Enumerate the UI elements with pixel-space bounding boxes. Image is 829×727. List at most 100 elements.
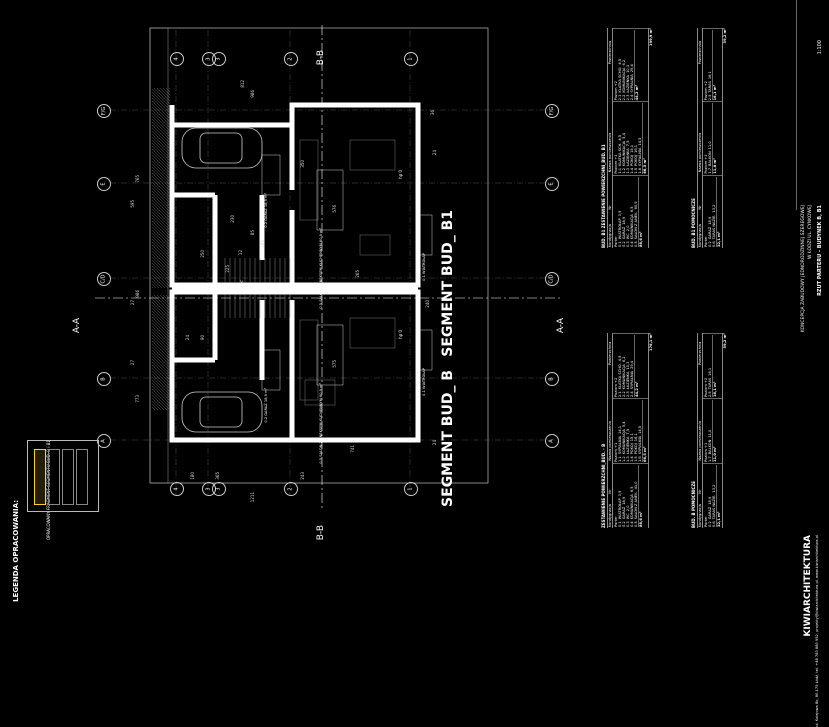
table-cell: 1.6 [638, 167, 642, 174]
table-group-total: 66,5 m² [642, 103, 647, 174]
legend-highlight [34, 449, 46, 505]
dimension-label: 986 [250, 90, 255, 98]
segment-b-label: SEGMENT BUD_ B [440, 370, 456, 507]
table-cell: SYPIALNIA [630, 370, 634, 390]
table-cell: 16,1 [708, 367, 712, 376]
dimension-label: 24 [185, 335, 190, 341]
dimension-label: 180 [190, 472, 195, 480]
table-header-cell: Nr [698, 205, 702, 210]
table-cell: 13,2 [712, 484, 716, 493]
legend-segment [76, 449, 88, 505]
table-cell: 1.7 [708, 456, 712, 462]
axis-bubble-0-right: A [545, 434, 559, 448]
axis-bubble-3-right: E [545, 177, 559, 191]
table-header-cell: Kondygnacja [608, 224, 612, 247]
dimension-label: 250 [200, 250, 205, 258]
axis-bubble-top-3-b: 3 [212, 52, 226, 66]
dimension-label: 36 [430, 110, 435, 116]
dimension-label: 575 [332, 360, 337, 368]
table-header-cell: Powierzchnia [698, 40, 702, 65]
table-cell: 18,9 [622, 216, 626, 225]
title-block [796, 0, 829, 210]
table-header-cell: Kondygnacja [608, 504, 612, 527]
room-label-salon: 0.5 SALON Z ANEKSEM KUCHENNYM 60,9 m² [319, 383, 323, 464]
section-bb-top: B-B [316, 50, 326, 66]
table-cell: 0.6 [712, 521, 716, 527]
walls-b [169, 289, 421, 443]
axis-bubble-bottom-4: 4 [170, 482, 184, 496]
dimension-label: 265 [355, 270, 360, 278]
company-logo-text: KIWIARCHITEKTURA [803, 535, 813, 637]
table-title: BUD. B1 ZESTAWIENIE POWIERZCHNI_BUD. B1 [600, 28, 608, 248]
table-header-cell: Nazwa pomieszczenia [698, 421, 702, 461]
axis-bubble-4-right: F/G [545, 104, 559, 118]
dimension-label: 12 [238, 250, 243, 256]
dimension-label: 986 [135, 290, 140, 298]
table-header-cell: Nr [698, 489, 702, 494]
table-cell: TARAS NAZIE. [712, 214, 716, 240]
table-grand-total: 59,2 m² [722, 333, 727, 528]
table-cell: 5,4 [622, 421, 626, 428]
table-cell: 5,4 [622, 133, 626, 139]
section-bb-bottom: B-B [316, 525, 326, 541]
floor-plan-drawing [95, 25, 560, 510]
table-cell: 18,9 [622, 496, 626, 505]
dimension-label: 27 [130, 300, 135, 306]
table-cell: 2.5 [708, 391, 712, 397]
room-label-hall: 0.1 WIATROŁAP [422, 368, 426, 396]
table-cell: 13,2 [712, 204, 716, 213]
height-marker: hp 0 [398, 330, 403, 339]
table-title: BUD. B1 POMOCNICZE [690, 28, 698, 248]
table-cell: SALON Z ANEK. [634, 491, 638, 520]
axis-bubble-bottom-2: 2 [284, 482, 298, 496]
height-marker: hp 0 [398, 170, 403, 179]
axis-bubble-1-right: B [545, 372, 559, 386]
walls-b1 [169, 102, 421, 288]
dimension-label: 24 [432, 440, 437, 446]
table-cell: 0.5 [634, 241, 638, 247]
party-wall [172, 283, 418, 294]
table-cell: 3,9 [618, 210, 622, 217]
table-cell: SYPIALNIA [638, 435, 642, 455]
dimension-label: 90 [200, 335, 205, 341]
car-icon [181, 127, 263, 169]
table-cell: 60,9 [634, 201, 638, 210]
table-header-cell: Kondygnacja [698, 224, 702, 247]
room-label-salon: 0.5 SALON Z ANEKSEM KUCHENNYM 60,9 m² [319, 228, 323, 309]
legend-segment [48, 449, 60, 505]
table-header-cell: Nazwa pomieszczenia [608, 421, 612, 461]
dimension-label: 285 [260, 240, 265, 248]
dimension-label: 27 [130, 360, 135, 366]
table-header-cell: Nr [608, 489, 612, 494]
table-header-cell: Nr [608, 205, 612, 210]
stairs-icon [224, 258, 291, 318]
axis-bubble-bottom-1: 1 [404, 482, 418, 496]
dimension-label: 350 [300, 160, 305, 168]
room-label-garage: 0.2 GARAŻ 18,9 m² [264, 388, 268, 423]
table-cell: 41,0 [634, 481, 638, 490]
table-cell: 11,0 [708, 141, 712, 150]
table-grand-total: 199,9 m² [648, 28, 653, 248]
table-cell: BALKON [708, 439, 712, 455]
table-header-cell: Nazwa pomieszczenia [698, 132, 702, 173]
table-cell: TARAS [708, 377, 712, 390]
legend-thumbnail [27, 440, 99, 512]
legend-segment [62, 449, 74, 505]
table-cell: 2.4 [630, 94, 634, 101]
table-group-total: 16,1 m² [712, 30, 717, 101]
dimension-label: 812 [240, 80, 245, 88]
terrace-b [152, 295, 170, 410]
